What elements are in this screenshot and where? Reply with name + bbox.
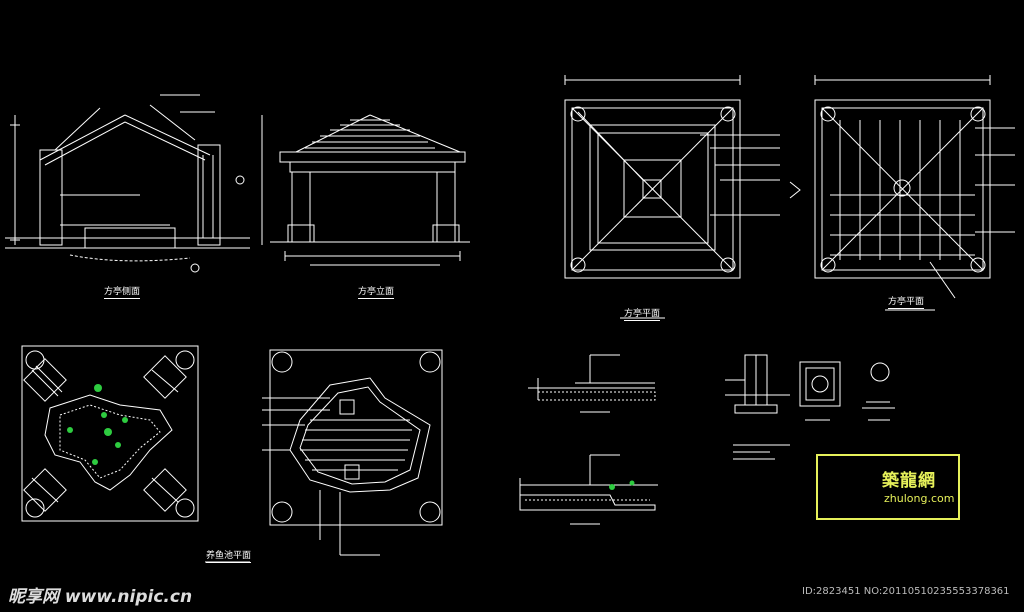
- site-watermark: 昵享网 www.nipic.cn: [8, 587, 193, 607]
- front-elevation-title: 方亭立面: [358, 284, 395, 299]
- pond-section-2-drawing: [519, 454, 658, 525]
- logo-chinese-text: 築龍網: [882, 471, 936, 491]
- column-section-detail: [799, 361, 841, 421]
- pond-plan-title: 养鱼池平面: [206, 548, 252, 563]
- side-elevation-drawing: [5, 94, 250, 273]
- framing-plan-title: 方亭平面: [888, 294, 925, 309]
- image-id-text: ID:2823451 NO:20110510235553378361: [802, 586, 1010, 597]
- pond-section-plants: [609, 480, 635, 490]
- roof-plan-drawing: [564, 75, 780, 319]
- site-plan-drawing: [21, 345, 199, 522]
- front-elevation-drawing: [261, 114, 470, 266]
- pond-section-1-drawing: [528, 354, 656, 413]
- logo-english-text: zhulong.com: [884, 492, 955, 505]
- base-detail-drawing: [862, 362, 895, 421]
- site-plan-vegetation: [67, 384, 128, 465]
- roof-plan-title: 方亭平面: [624, 306, 661, 321]
- zhulong-logo-box: [816, 454, 960, 520]
- framing-plan-drawing: [789, 75, 1015, 311]
- footing-detail-drawing: [725, 354, 790, 460]
- pond-plan-drawing: [205, 349, 443, 563]
- side-elevation-title: 方亭侧面: [104, 284, 141, 299]
